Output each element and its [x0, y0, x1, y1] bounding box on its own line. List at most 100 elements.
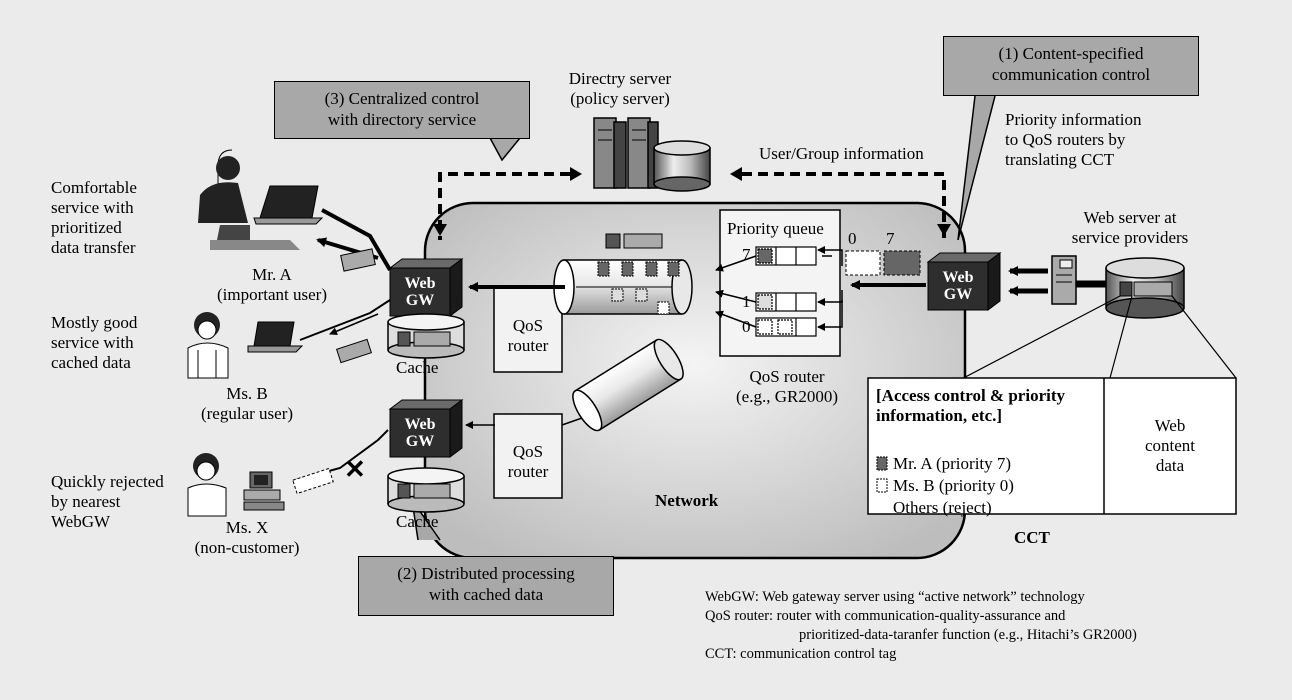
packet-pipe-main [553, 259, 693, 315]
cct-content-line1: Web [1154, 416, 1186, 435]
qos-router-1-line2: router [507, 336, 549, 355]
packet-icon-top [605, 233, 663, 249]
ms-x-figure [187, 453, 285, 517]
web-gw-2-line1: Web [404, 416, 436, 433]
qos-router-1-box [493, 287, 563, 373]
directory-server-label: Directry server (policy server) [560, 69, 680, 109]
cct-content-line3: data [1155, 456, 1185, 475]
ms-x-label: Ms. X (non-customer) [174, 518, 320, 558]
cct-scale-high: 7 [886, 229, 895, 248]
qos-router-main-line1: QoS router [749, 367, 825, 386]
ms-b-desc-3: cached data [51, 353, 131, 372]
directory-links [438, 172, 946, 240]
ms-x-name: Ms. X [225, 518, 269, 537]
packet-rejected [292, 467, 334, 495]
legend-cct: CCT: communication control tag [705, 646, 897, 662]
mr-a-desc-3: prioritized [51, 218, 122, 237]
callout-distributed-processing: (2) Distributed processing with cached d… [358, 556, 614, 616]
ms-x-desc-1: Quickly rejected [51, 472, 164, 491]
cache-2-label: Cache [396, 512, 439, 531]
network-label: Network [655, 491, 719, 510]
ms-x-description: Quickly rejected by nearest WebGW [51, 472, 164, 532]
cct-scale-icon [845, 250, 921, 276]
web-gw-box-1 [388, 258, 464, 317]
web-gw-3-label: Web GW [928, 269, 988, 303]
directory-server-line1: Directry server [568, 69, 672, 88]
callout-centralized-line1: (3) Centralized control [324, 89, 480, 108]
qos-router-2-box [493, 413, 563, 499]
cct-entry-others: Others (reject) [893, 498, 992, 517]
packet-to-mr-a [340, 248, 376, 272]
cache-1-icon [387, 313, 465, 359]
cct-entry-mra-icon [876, 456, 888, 471]
priority-info-line3: translating CCT [1005, 150, 1115, 169]
cache-2-icon [387, 467, 465, 513]
web-gw-3-line1: Web [942, 269, 974, 286]
ms-b-desc-2: service with [51, 333, 134, 352]
legend-webgw: WebGW: Web gateway server using “active … [705, 589, 1085, 605]
callout-content-line2: communication control [991, 65, 1151, 84]
packet-to-ms-b [335, 338, 373, 364]
reject-mark-icon: ✕ [344, 454, 366, 484]
qos-router-2-label: QoS router [494, 442, 562, 482]
web-gw-2-line2: GW [405, 433, 435, 450]
web-gw-1-line2: GW [405, 292, 435, 309]
cct-scale-low: 0 [848, 229, 857, 248]
user-group-info-label: User/Group information [759, 144, 924, 163]
priority-queue-title: Priority queue [727, 219, 824, 238]
web-server-line2: service providers [1071, 228, 1189, 247]
mr-a-role: (important user) [217, 285, 327, 304]
packet-pipe-lower [572, 338, 684, 432]
cct-heading-line2: information, etc.] [876, 406, 1003, 425]
web-content-db-icon [1105, 257, 1185, 319]
mr-a-desc-1: Comfortable [51, 178, 137, 197]
ms-b-figure [187, 312, 304, 379]
web-gw-1-label: Web GW [390, 275, 450, 309]
data-flow-arrows [465, 266, 1110, 429]
priority-info-line1: Priority information [1005, 110, 1142, 129]
web-server-label: Web server at service providers [1040, 208, 1220, 248]
callout-content-line1: (1) Content-specified [998, 44, 1144, 63]
cct-entry-msb: Ms. B (priority 0) [893, 476, 1014, 495]
priority-info-line2: to QoS routers by [1005, 130, 1126, 149]
ms-x-desc-3: WebGW [51, 512, 111, 531]
qos-router-2-line2: router [507, 462, 549, 481]
web-gw-box-3 [926, 252, 1002, 311]
qos-router-1-line1: QoS [512, 316, 544, 335]
cct-heading-line1: [Access control & priority [876, 386, 1065, 405]
mr-a-label: Mr. A (important user) [214, 265, 330, 305]
web-gw-3-line2: GW [943, 286, 973, 303]
mr-a-figure [198, 149, 324, 250]
ms-x-desc-2: by nearest [51, 492, 121, 511]
legend-qos-1: QoS router: router with communication-qu… [705, 608, 1066, 624]
ms-x-role: (non-customer) [194, 538, 300, 557]
priority-info-label: Priority information to QoS routers by t… [1005, 110, 1141, 170]
web-gw-2-label: Web GW [390, 416, 450, 450]
queue-level-7: 7 [742, 245, 751, 264]
ms-b-name: Ms. B [226, 384, 268, 403]
database-icon [653, 140, 711, 192]
callout-distributed-line1: (2) Distributed processing [397, 564, 575, 583]
cct-entry-msb-icon [876, 478, 888, 493]
ms-b-description: Mostly good service with cached data [51, 313, 137, 373]
cct-entry-mra: Mr. A (priority 7) [893, 454, 1012, 473]
mr-a-description: Comfortable service with prioritized dat… [51, 178, 137, 258]
qos-router-main-label: QoS router (e.g., GR2000) [712, 367, 862, 407]
qos-router-main-line2: (e.g., GR2000) [736, 387, 838, 406]
web-gw-box-2 [388, 399, 464, 458]
directory-server-line2: (policy server) [570, 89, 670, 108]
queue-level-0: 0 [742, 317, 751, 336]
mr-a-name: Mr. A [252, 265, 292, 284]
queue-level-1: 1 [742, 292, 751, 311]
user-links [295, 208, 392, 481]
mr-a-desc-4: data transfer [51, 238, 136, 257]
ms-b-label: Ms. B (regular user) [184, 384, 310, 424]
qos-router-2-line1: QoS [512, 442, 544, 461]
cct-box [867, 377, 1237, 515]
cct-label: CCT [1014, 528, 1050, 547]
ms-b-desc-1: Mostly good [51, 313, 138, 332]
cct-content-line2: content [1144, 436, 1196, 455]
callout-centralized-line2: with directory service [327, 110, 477, 129]
qos-router-1-label: QoS router [494, 316, 562, 356]
